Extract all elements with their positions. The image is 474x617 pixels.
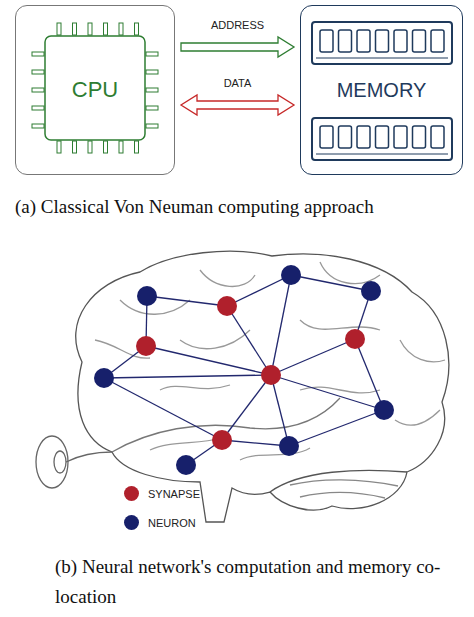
- figure-caption: (a) Classical Von Neuman computing appro…: [15, 192, 455, 222]
- brain-outline: [36, 251, 449, 522]
- node-label: MEMORY: [337, 79, 427, 102]
- legend-swatch: [124, 515, 139, 530]
- legend-item: NEURON: [124, 515, 196, 530]
- memory-box: MEMORY: [300, 5, 463, 175]
- neural-network: [94, 265, 394, 475]
- legend-item: SYNAPSE: [124, 486, 200, 501]
- node-label: CPU: [72, 77, 118, 103]
- address-arrow: [181, 37, 294, 57]
- data-arrow: [181, 95, 294, 115]
- edge-label: ADDRESS: [208, 19, 267, 31]
- figure-caption: (b) Neural network's computation and mem…: [55, 552, 465, 612]
- cpu-chip: [32, 23, 158, 153]
- legend-label: NEURON: [148, 517, 196, 529]
- edge-label: DATA: [221, 77, 255, 89]
- legend-swatch: [124, 486, 139, 501]
- ram-modules: [312, 22, 452, 160]
- cpu-box: CPU: [15, 5, 175, 175]
- legend-label: SYNAPSE: [148, 488, 200, 500]
